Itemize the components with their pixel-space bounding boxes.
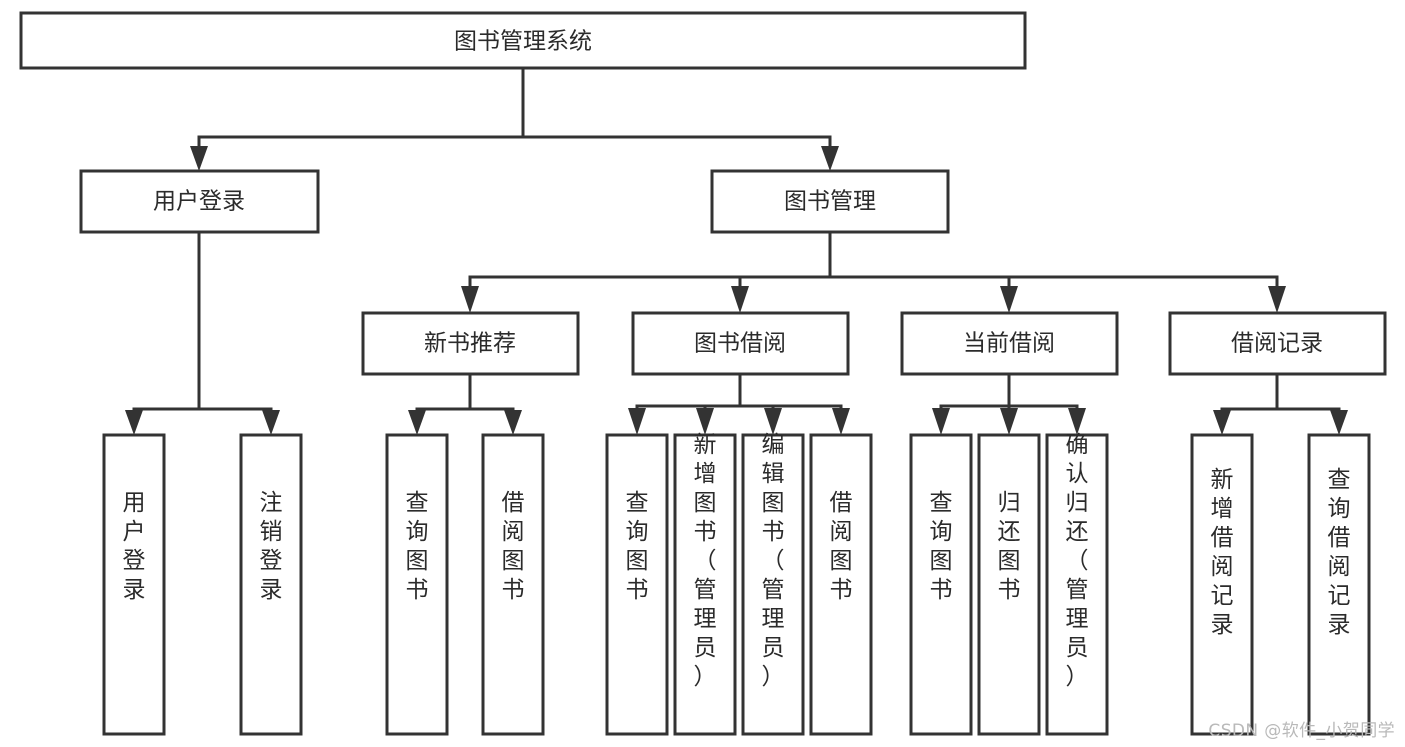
csdn-watermark: CSDN @软件_小贺同学 (1208, 721, 1395, 741)
arrow-to-leaf-query-book-1 (408, 410, 426, 435)
node-borrow-record-label: 借阅记录 (1231, 331, 1323, 357)
leaf-query-book-1[interactable]: 查询图书 (385, 433, 449, 736)
leaf-logout-login[interactable]: 注销登录 (239, 433, 303, 736)
leaf-add-record-box[interactable] (1190, 433, 1254, 736)
arrow-to-leaf-edit-book (764, 408, 782, 435)
leaf-borrow-book-2-box[interactable] (809, 433, 873, 736)
arrow-to-leaf-add-book (696, 408, 714, 435)
node-user-login-label: 用户登录 (153, 189, 245, 215)
arrow-to-leaf-query-book-3 (932, 408, 950, 435)
node-current-borrow-box[interactable] (900, 311, 1119, 376)
leaf-query-book-2[interactable]: 查询图书 (605, 433, 669, 736)
leaf-user-login-box[interactable] (102, 433, 166, 736)
leaf-query-book-3-box[interactable] (909, 433, 973, 736)
arrow-to-leaf-confirm-return (1068, 408, 1086, 435)
node-new-book-recommend-label: 新书推荐 (424, 331, 516, 357)
node-borrow-record-box[interactable] (1168, 311, 1387, 376)
node-user-login[interactable]: 用户登录 (79, 169, 320, 234)
connector-group-current-borrow (932, 372, 1086, 435)
connector-group-new-book-recommend (408, 372, 522, 435)
leaf-logout-login-label: 注销登录 (260, 490, 283, 603)
leaf-add-record[interactable]: 新增借阅记录 (1190, 433, 1254, 736)
connector-group-root (190, 66, 839, 171)
leaf-edit-book-label: 编辑图书（管理员） (762, 432, 785, 690)
node-book-borrow-label: 图书借阅 (694, 331, 786, 357)
connector-group-borrow-record (1213, 372, 1348, 435)
node-new-book-recommend-box[interactable] (361, 311, 580, 376)
leaf-add-book-label: 新增图书（管理员） (694, 432, 717, 690)
node-current-borrow[interactable]: 当前借阅 (900, 311, 1119, 376)
leaf-query-book-3[interactable]: 查询图书 (909, 433, 973, 736)
leaf-edit-book-box[interactable] (741, 433, 805, 736)
leaf-query-record-box[interactable] (1307, 433, 1371, 736)
leaf-query-record[interactable]: 查询借阅记录 (1307, 433, 1371, 736)
arrow-to-leaf-query-record (1330, 410, 1348, 435)
arrow-to-book-manage (821, 146, 839, 171)
arrow-to-current-borrow (1000, 286, 1018, 313)
leaf-logout-login-box[interactable] (239, 433, 303, 736)
arrow-to-leaf-logout-login (262, 410, 280, 435)
node-book-manage-label: 图书管理 (784, 189, 876, 215)
leaf-confirm-return-label: 确认归还（管理员） (1066, 432, 1089, 690)
leaf-edit-book[interactable]: 编辑图书（管理员） (741, 432, 805, 736)
leaf-user-login[interactable]: 用户登录 (102, 433, 166, 736)
arrow-to-leaf-return-book (1000, 408, 1018, 435)
arrow-to-new-book-recommend (461, 286, 479, 313)
leaf-confirm-return-box[interactable] (1045, 433, 1109, 736)
node-book-borrow[interactable]: 图书借阅 (631, 311, 850, 376)
leaf-return-book-box[interactable] (977, 433, 1041, 736)
leaf-return-book[interactable]: 归还图书 (977, 433, 1041, 736)
arrow-to-leaf-borrow-book-1 (504, 410, 522, 435)
connector-group-user-login (125, 230, 280, 435)
arrow-to-leaf-add-record (1213, 410, 1231, 435)
arrow-to-user-login (190, 146, 208, 171)
connector-group-book-manage (461, 230, 1286, 313)
leaf-query-book-2-box[interactable] (605, 433, 669, 736)
arrow-to-leaf-user-login (125, 410, 143, 435)
leaf-add-record-label: 新增借阅记录 (1211, 467, 1234, 638)
leaf-borrow-book-2-label: 借阅图书 (830, 490, 853, 603)
leaf-borrow-book-2[interactable]: 借阅图书 (809, 433, 873, 736)
arrow-to-book-borrow (731, 286, 749, 313)
leaf-borrow-book-1-box[interactable] (481, 433, 545, 736)
leaf-query-book-2-label: 查询图书 (626, 490, 649, 603)
node-root-label: 图书管理系统 (454, 29, 592, 55)
leaf-query-book-1-box[interactable] (385, 433, 449, 736)
leaf-borrow-book-1[interactable]: 借阅图书 (481, 433, 545, 736)
leaf-return-book-label: 归还图书 (998, 490, 1021, 603)
node-user-login-box[interactable] (79, 169, 320, 234)
connector-group-book-borrow (628, 372, 850, 435)
arrow-to-leaf-query-book-2 (628, 408, 646, 435)
leaf-user-login-label: 用户登录 (123, 490, 146, 603)
leaf-confirm-return[interactable]: 确认归还（管理员） (1045, 432, 1109, 736)
leaf-add-book[interactable]: 新增图书（管理员） (673, 432, 737, 736)
leaf-query-book-1-label: 查询图书 (406, 490, 429, 603)
arrow-to-leaf-borrow-book-2 (832, 408, 850, 435)
node-book-borrow-box[interactable] (631, 311, 850, 376)
leaf-add-book-box[interactable] (673, 433, 737, 736)
leaf-query-book-3-label: 查询图书 (930, 490, 953, 603)
node-borrow-record[interactable]: 借阅记录 (1168, 311, 1387, 376)
node-root[interactable]: 图书管理系统 (19, 11, 1027, 70)
arrow-to-borrow-record (1268, 286, 1286, 313)
node-book-manage[interactable]: 图书管理 (710, 169, 950, 234)
node-new-book-recommend[interactable]: 新书推荐 (361, 311, 580, 376)
leaf-query-record-label: 查询借阅记录 (1328, 467, 1351, 638)
node-root-box[interactable] (19, 11, 1027, 70)
leaf-borrow-book-1-label: 借阅图书 (502, 490, 525, 603)
node-current-borrow-label: 当前借阅 (963, 331, 1055, 357)
node-book-manage-box[interactable] (710, 169, 950, 234)
